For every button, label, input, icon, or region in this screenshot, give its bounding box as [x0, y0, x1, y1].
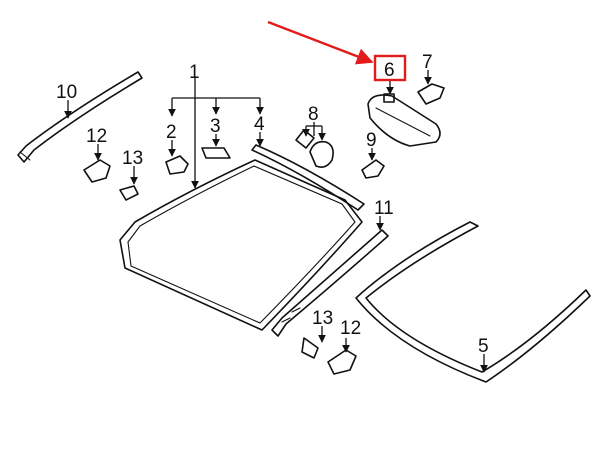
- callout-13-lower: 13: [312, 308, 333, 329]
- clip-3: [201, 147, 231, 159]
- rain-sensor: [295, 129, 334, 168]
- highlight-box: [373, 54, 407, 82]
- callout-13-left: 13: [122, 148, 143, 169]
- clip-12-lower: [327, 349, 357, 375]
- mirror-cover: [417, 83, 445, 105]
- callout-9: 9: [366, 130, 377, 151]
- upper-moulding: [251, 144, 365, 211]
- side-moulding: [271, 229, 389, 337]
- screw-13-left: [119, 185, 139, 201]
- clip-9: [361, 159, 385, 179]
- weatherstrip: [355, 221, 591, 383]
- screw-13-lower: [301, 337, 319, 359]
- callout-5: 5: [478, 336, 489, 357]
- callout-10: 10: [56, 82, 77, 103]
- callout-7: 7: [422, 52, 433, 73]
- callout-12-lower: 12: [340, 318, 361, 339]
- callout-6: 6: [384, 60, 395, 81]
- callout-4: 4: [254, 114, 265, 135]
- windshield-glass: [119, 159, 363, 331]
- callout-1: 1: [189, 62, 200, 83]
- bracket-2: [165, 155, 189, 175]
- callout-3: 3: [210, 116, 221, 137]
- callout-2: 2: [166, 122, 177, 143]
- highlight-arrow: [267, 20, 374, 65]
- leader-lines: [64, 70, 488, 373]
- callout-8: 8: [308, 104, 319, 125]
- callout-12-left: 12: [86, 126, 107, 147]
- callout-11: 11: [374, 198, 394, 219]
- roof-moulding: [17, 71, 143, 163]
- clip-12-left: [83, 159, 111, 183]
